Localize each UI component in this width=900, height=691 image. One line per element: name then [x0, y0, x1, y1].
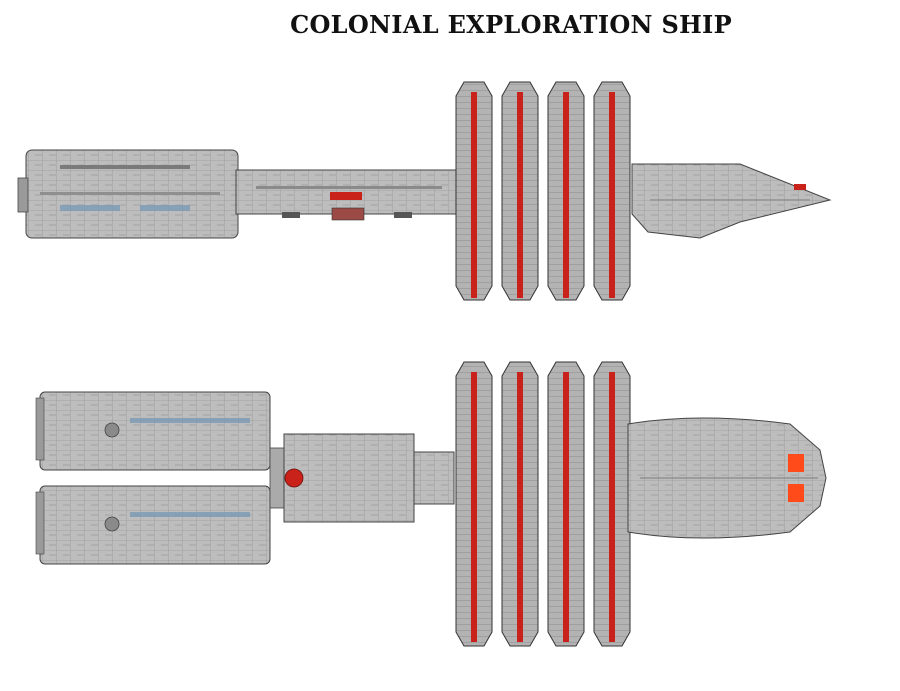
side-view: [17, 81, 832, 301]
top-view: [35, 361, 827, 647]
top-ring-modules: [455, 361, 631, 647]
top-bow: [627, 417, 827, 539]
top-engine-pod-lower: [35, 485, 271, 565]
side-spine: [235, 169, 457, 221]
page-title: COLONIAL EXPLORATION SHIP: [290, 10, 732, 39]
top-ring-module-4: [593, 361, 631, 647]
side-engine-section: [17, 149, 239, 239]
top-central-hull: [269, 433, 455, 523]
side-bow: [631, 163, 832, 239]
top-engine-pod-upper: [35, 391, 271, 471]
top-ring-module-2: [501, 361, 539, 647]
side-ring-module-1: [455, 81, 493, 301]
side-ring-module-2: [501, 81, 539, 301]
side-ring-module-4: [593, 81, 631, 301]
top-ring-module-3: [547, 361, 585, 647]
top-ring-module-1: [455, 361, 493, 647]
side-ring-module-3: [547, 81, 585, 301]
side-ring-modules: [455, 81, 631, 301]
